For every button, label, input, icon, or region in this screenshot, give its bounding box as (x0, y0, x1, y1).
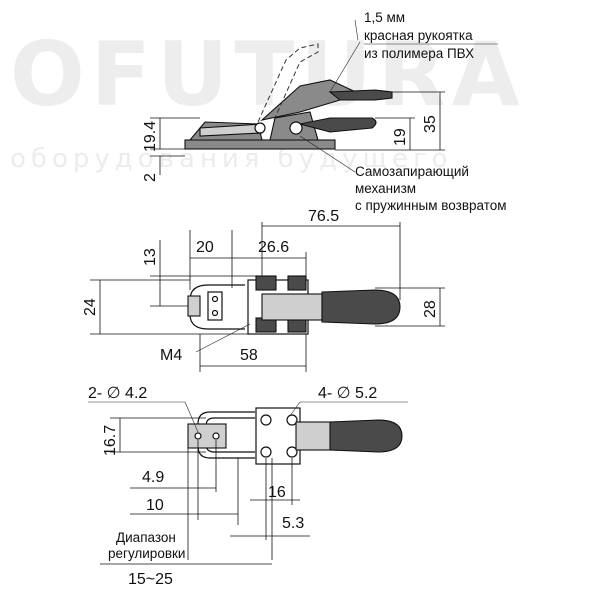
top-handle (321, 289, 401, 325)
dim-10: 10 (146, 497, 164, 514)
range-label-line-1: Диапазон (116, 530, 176, 545)
dim-5-3: 5.3 (282, 515, 304, 532)
dim-2: 2 (142, 173, 159, 182)
handle-leader (329, 41, 361, 93)
m4-leader (195, 323, 251, 353)
side-pivot-1 (254, 122, 266, 134)
range-label-line-2: регулировки (108, 546, 185, 561)
side-view: 1,5 мм красная рукоятка из полимера ПВХ … (142, 10, 507, 213)
bottom-hook-plate (187, 423, 227, 449)
dim-4-9: 4.9 (142, 469, 164, 486)
dim-19-4: 19.4 (142, 121, 159, 152)
note-handle-line-1: 1,5 мм (364, 10, 405, 25)
bottom-hole-large-4 (286, 446, 298, 458)
note-mech-line-3: с пружинным возвратом (355, 198, 507, 213)
dim-19: 19 (392, 128, 409, 146)
note-handle-line-2: красная рукоятка (364, 28, 473, 43)
watermark-brand: OFUTURA (10, 23, 526, 126)
dim-16-7: 16.7 (102, 425, 119, 456)
top-view: 76.5 20 26.6 13 24 28 M4 58 (82, 208, 445, 372)
note-mech-line-2: механизм (355, 181, 416, 196)
dim-24: 24 (82, 298, 99, 316)
top-hook-tab (187, 295, 201, 317)
dim-76-5: 76.5 (308, 208, 339, 225)
dim-13: 13 (142, 248, 159, 266)
side-pivot-2 (289, 121, 303, 135)
label-holes-large: 4- ∅ 5.2 (318, 385, 377, 402)
label-m4: M4 (160, 347, 182, 364)
top-lever-link (261, 293, 323, 321)
dim-26-6: 26.6 (258, 239, 289, 256)
bottom-view: 2- ∅ 4.2 4- ∅ 5.2 16.7 4.9 16 10 5.3 Диа… (88, 385, 408, 588)
note-mech-line-1: Самозапирающий (355, 164, 469, 179)
dim-20: 20 (196, 239, 214, 256)
label-holes-small: 2- ∅ 4.2 (88, 385, 147, 402)
bottom-hole-large-1 (260, 414, 272, 426)
top-hook-plate (207, 291, 223, 321)
top-bolt-2 (287, 275, 307, 291)
dim-35: 35 (422, 115, 439, 133)
dim-58: 58 (240, 347, 258, 364)
bottom-handle (329, 419, 403, 453)
mechanism-leader (299, 135, 356, 173)
side-handle-closed (299, 117, 377, 133)
bottom-hole-large-3 (260, 446, 272, 458)
note-handle-line-3: из полимера ПВХ (364, 46, 474, 61)
top-bolt-1 (255, 275, 277, 291)
dim-16: 16 (268, 484, 286, 501)
dim-28: 28 (422, 300, 439, 318)
range-value: 15~25 (128, 571, 173, 588)
side-handle-red (328, 89, 393, 101)
bottom-hole-small-1 (194, 432, 202, 440)
bottom-hole-large-2 (286, 414, 298, 426)
side-handle-ghost (257, 43, 319, 123)
bottom-hole-small-2 (212, 432, 220, 440)
